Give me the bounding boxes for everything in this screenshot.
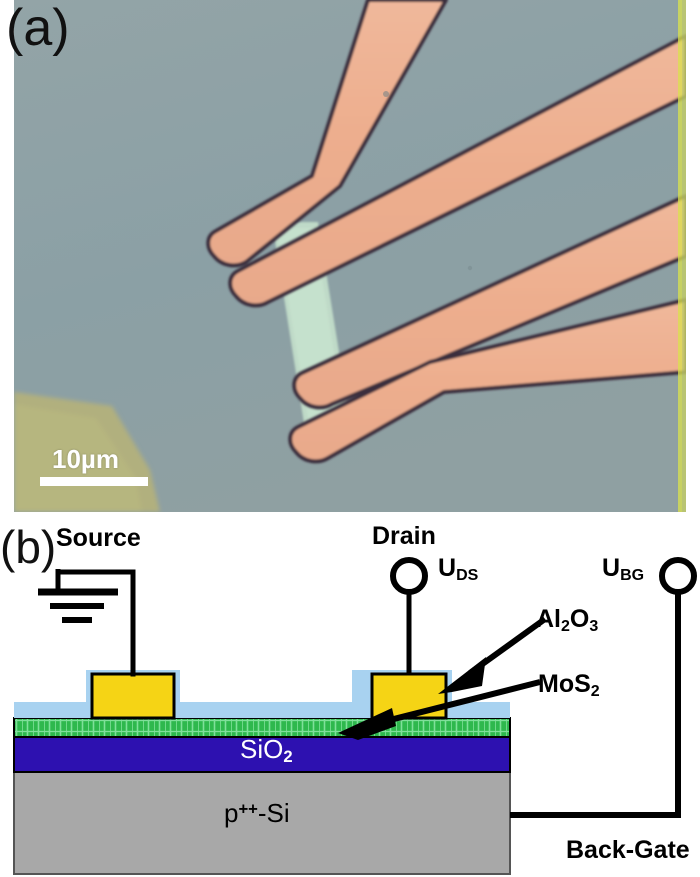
source-label: Source	[56, 524, 141, 552]
p-si-base: p	[224, 798, 239, 828]
dust-speck	[383, 91, 389, 97]
panel-label-b: (b)	[0, 521, 57, 573]
ground-symbol	[38, 569, 118, 623]
mos2-callout-arrow	[338, 679, 541, 740]
schematic-panel	[13, 557, 697, 875]
electrode-group	[206, 0, 686, 464]
u-ds-sub: DS	[456, 567, 479, 584]
u-bg-base: U	[602, 554, 621, 582]
layer-sio2	[13, 735, 511, 773]
p-si-tail: -Si	[257, 798, 290, 828]
drain-terminal-circle	[390, 557, 428, 595]
mos2-sub: 2	[590, 683, 600, 700]
layer-p-si	[13, 769, 511, 875]
al2o3-sub-3: 3	[589, 618, 599, 635]
sio2-base: SiO	[240, 734, 284, 764]
al2o3-base: Al	[536, 605, 561, 633]
u-bg-sub: BG	[620, 567, 645, 584]
dust-speck	[467, 265, 473, 271]
panel-label-a: (a)	[6, 0, 70, 57]
scalebar-line	[40, 477, 148, 486]
electrode-4	[288, 298, 686, 464]
source-wire	[55, 569, 136, 677]
sio2-sub: 2	[283, 747, 293, 767]
u-ds-label: UDS	[438, 556, 478, 584]
back-gate-label: Back-Gate	[566, 836, 690, 864]
u-bg-label: UBG	[602, 556, 644, 584]
mos2-label: MoS2	[538, 672, 600, 700]
electrode-3	[292, 194, 686, 410]
back-gate-wire	[510, 592, 681, 818]
electrode-2	[228, 34, 686, 308]
sio2-label: SiO2	[240, 736, 293, 766]
p-si-label: p++-Si	[224, 800, 290, 826]
u-ds-base: U	[438, 554, 457, 582]
micrograph-panel	[14, 0, 686, 512]
contact-source	[90, 672, 176, 720]
electrode-1	[206, 0, 448, 268]
right-edge-stripe	[678, 0, 686, 512]
al2o3-sub-2: 2	[561, 618, 570, 635]
mos2-base: MoS	[538, 670, 591, 698]
p-si-sup: ++	[238, 799, 258, 819]
al2o3-label: Al2O3	[536, 607, 598, 635]
scalebar-label: 10µm	[52, 444, 120, 474]
al2o3-mid: O	[569, 605, 590, 633]
drain-label: Drain	[372, 522, 436, 550]
right-edge-stripe-cover	[682, 0, 686, 512]
back-gate-terminal-circle	[659, 557, 697, 595]
al2o3-callout-arrow	[438, 616, 547, 694]
